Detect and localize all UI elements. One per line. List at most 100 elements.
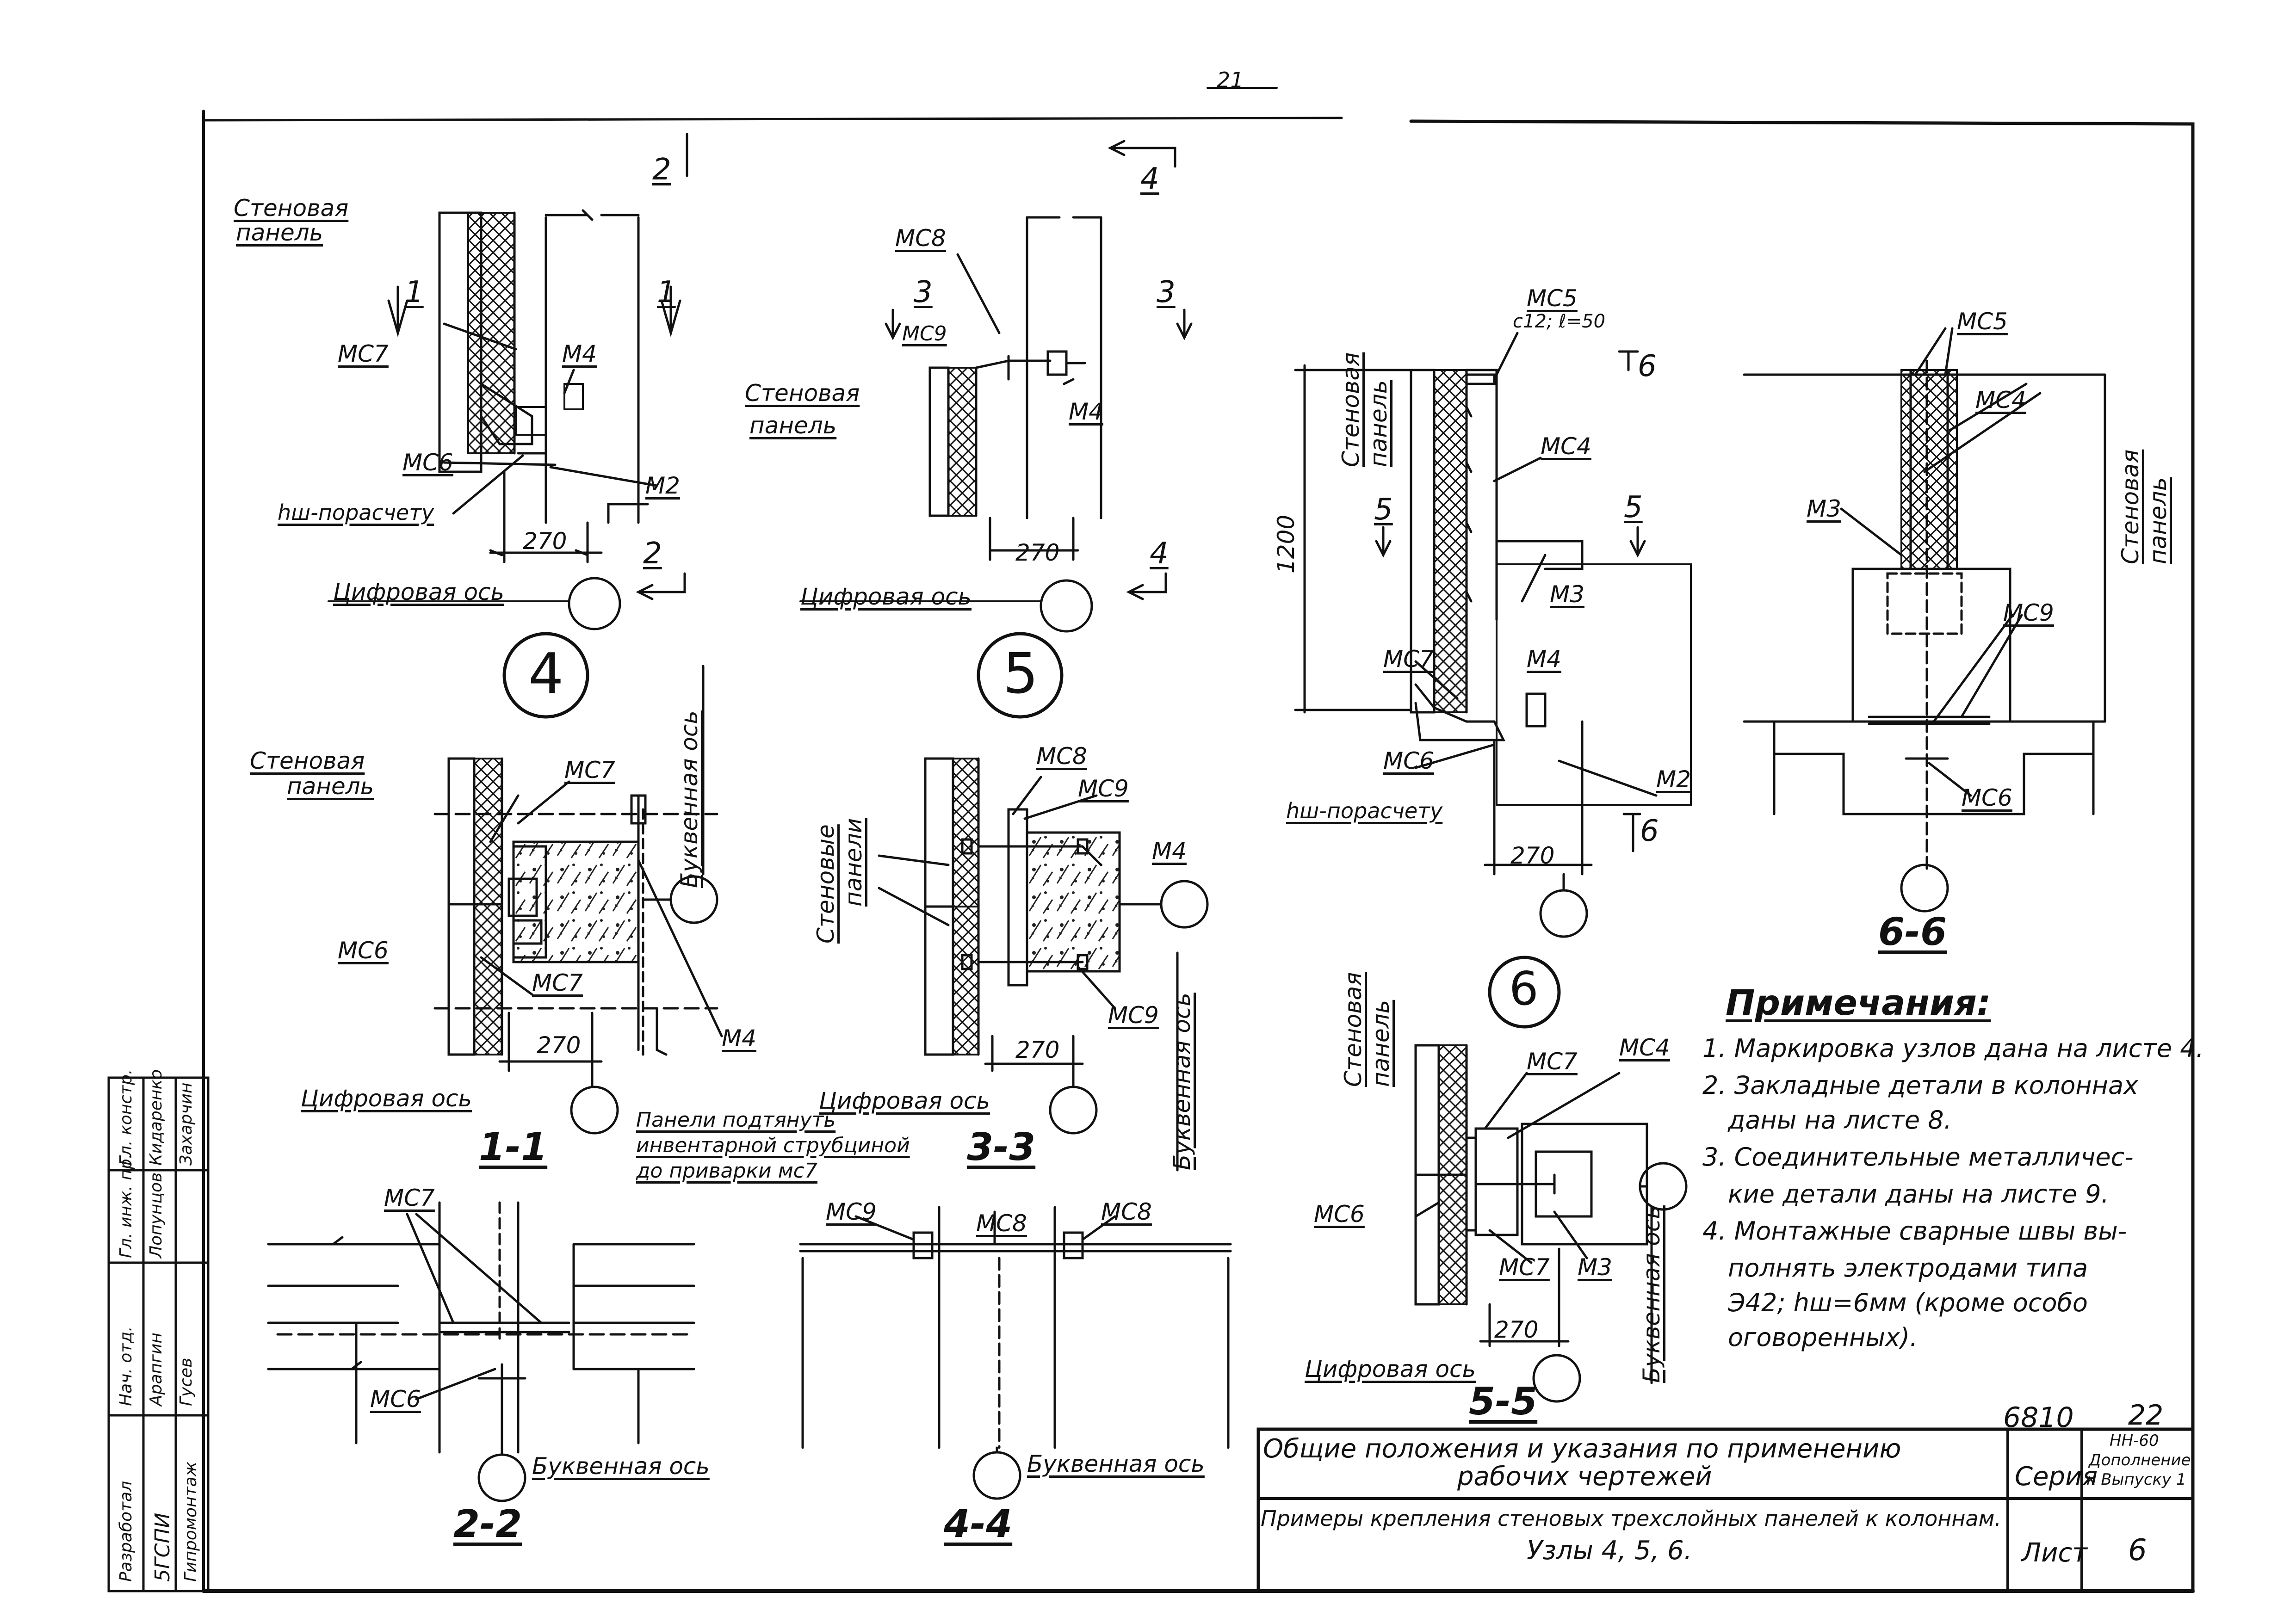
- pull-note-line1: Панели подтянуть: [636, 1108, 836, 1132]
- cut-mark-3-right: 3: [1157, 275, 1176, 309]
- series-label: Серия: [2015, 1462, 2098, 1492]
- node-5-number: 5: [1003, 642, 1039, 706]
- cut-mark-6-top: 6: [1638, 349, 1657, 383]
- s33-part-mc9-bottom: МС9: [1108, 1002, 1159, 1029]
- s33-digital-axis: Цифровая ось: [819, 1087, 990, 1114]
- cut-mark-1-right: 1: [657, 275, 676, 309]
- s11-wall-panel-l2: панель: [287, 773, 374, 800]
- s55-wall-panel-l2: панель: [1368, 1000, 1394, 1087]
- n6-dim-270: 270: [1510, 842, 1555, 869]
- s44-part-mc8-center: МС8: [976, 1210, 1027, 1237]
- node-5-drawing: [928, 216, 1102, 561]
- stamp-role: Нач. отд.: [117, 1326, 136, 1406]
- subtitle-line2: Узлы 4, 5, 6.: [1527, 1536, 1692, 1566]
- cut-mark-1-left: 1: [405, 275, 424, 309]
- s44-part-mc9: МС9: [826, 1198, 877, 1225]
- node-6-number: 6: [1509, 962, 1539, 1016]
- side-stamp: [107, 1076, 210, 1592]
- n4-part-mc7: МС7: [338, 340, 389, 367]
- sheet-label: Лист: [2022, 1538, 2087, 1568]
- n6-part-mc7: МС7: [1383, 646, 1434, 673]
- s44-letter-axis: Буквенная ось: [1027, 1450, 1205, 1477]
- n6-weld-calc: hш-порасчету: [1286, 798, 1443, 823]
- cut-mark-2-bottom: 2: [643, 537, 662, 571]
- n4-part-m4: М4: [562, 340, 597, 367]
- section-1-1-title: 1-1: [479, 1125, 548, 1169]
- stamp-name: Захарчин: [177, 1082, 196, 1166]
- note-item: полнять электродами типа: [1728, 1253, 2088, 1283]
- n5-digital-axis: Цифровая ось: [800, 583, 972, 610]
- title-line1: Общие положения и указания по применению: [1263, 1434, 1901, 1464]
- s55-letter-axis: Буквенная ось: [1638, 1205, 1665, 1383]
- s11-part-mc6: МС6: [338, 937, 389, 964]
- n4-part-mc6: МС6: [402, 449, 453, 476]
- note-item: даны на листе 8.: [1728, 1105, 1952, 1135]
- n4-wall-panel-l1: Стеновая: [234, 195, 349, 222]
- n6-part-mc5: МС5: [1527, 285, 1578, 312]
- stamp-org-role: Гипромонтаж: [181, 1461, 200, 1582]
- section-3-3-title: 3-3: [967, 1125, 1036, 1169]
- s66-part-m3: М3: [1807, 495, 1841, 522]
- note-item: Э42; hш=6мм (кроме особо: [1728, 1288, 2088, 1317]
- node-4-cutmarks: [387, 133, 688, 600]
- s11-letter-axis: Буквенная ось: [676, 710, 703, 888]
- n6-part-m4: М4: [1527, 646, 1561, 673]
- s33-part-mc8: МС8: [1036, 743, 1087, 770]
- note-item: 3. Соединительные металличес-: [1702, 1142, 2134, 1172]
- title-line2: рабочих чертежей: [1457, 1462, 1712, 1492]
- note-item: 1. Маркировка узлов дана на листе 4.: [1702, 1034, 2204, 1063]
- s66-wall-panel-l1: Стеновая: [2117, 449, 2144, 564]
- n5-dim-270: 270: [1015, 539, 1060, 566]
- s11-wall-panel-l1: Стеновая: [250, 747, 365, 774]
- node-4-drawing: [438, 209, 658, 563]
- s33-part-m4: М4: [1152, 838, 1187, 864]
- title-block-frame: [1256, 1427, 2195, 1593]
- series-value-1: НН-60: [2110, 1432, 2159, 1450]
- section-2-2-title: 2-2: [453, 1502, 522, 1546]
- n4-dim-270: 270: [523, 528, 567, 555]
- axis-bubbles-top: [328, 577, 1093, 633]
- s66-part-mc6: МС6: [1962, 784, 2012, 811]
- sheet-value: 6: [2128, 1533, 2147, 1567]
- s66-part-mc5: МС5: [1957, 308, 2008, 335]
- n6-part-m3: М3: [1550, 581, 1584, 608]
- s33-dim-270: 270: [1015, 1037, 1060, 1063]
- s11-part-mc7-top: МС7: [564, 757, 615, 784]
- series-value-2: Дополнение: [2089, 1451, 2191, 1469]
- cut-mark-5-right: 5: [1624, 490, 1643, 525]
- s22-part-mc6: МС6: [370, 1386, 421, 1413]
- stamp-name: Лопунцов: [147, 1172, 166, 1258]
- s55-digital-axis: Цифровая ось: [1305, 1356, 1476, 1382]
- stamp-org: 5ГСПИ: [151, 1512, 174, 1582]
- n6-part-m2: М2: [1656, 766, 1691, 793]
- section-4-4-drawing: [799, 1206, 1232, 1500]
- s66-wall-panel-l2: панель: [2145, 477, 2172, 564]
- s55-part-m3: М3: [1578, 1254, 1612, 1281]
- s55-part-mc7-top: МС7: [1527, 1048, 1578, 1075]
- cut-mark-2-top: 2: [652, 153, 671, 187]
- n6-mc5-spec: с12; ℓ=50: [1513, 311, 1606, 332]
- s55-part-mc4: МС4: [1619, 1034, 1670, 1061]
- n4-part-m2: М2: [645, 472, 680, 499]
- s22-part-mc7: МС7: [384, 1185, 435, 1211]
- notes-title: Примечания:: [1726, 982, 1991, 1023]
- n5-wall-panel-l2: панель: [749, 412, 837, 439]
- n5-part-mc8: МС8: [895, 225, 946, 252]
- n5-wall-panel-l1: Стеновая: [745, 380, 860, 407]
- stamp-name: Кидаренко: [147, 1069, 166, 1166]
- stamp-name: Гусев: [177, 1358, 196, 1406]
- pull-note-line3: до приварки мс7: [636, 1159, 817, 1183]
- stamp-name: Арапгин: [147, 1333, 166, 1406]
- section-1-1-drawing: [433, 665, 723, 1135]
- stamp-role: Гл. инж. пр.: [117, 1153, 136, 1258]
- node-4-number: 4: [528, 642, 564, 706]
- section-4-4-title: 4-4: [944, 1502, 1013, 1546]
- subtitle-line1: Примеры крепления стеновых трехслойных п…: [1261, 1506, 2001, 1531]
- s11-dim-270: 270: [537, 1032, 581, 1059]
- n5-part-mc9: МС9: [902, 322, 947, 346]
- cut-mark-6-bottom: 6: [1640, 814, 1659, 848]
- note-item: оговоренных).: [1728, 1323, 1918, 1352]
- node-circles: [502, 632, 1561, 1029]
